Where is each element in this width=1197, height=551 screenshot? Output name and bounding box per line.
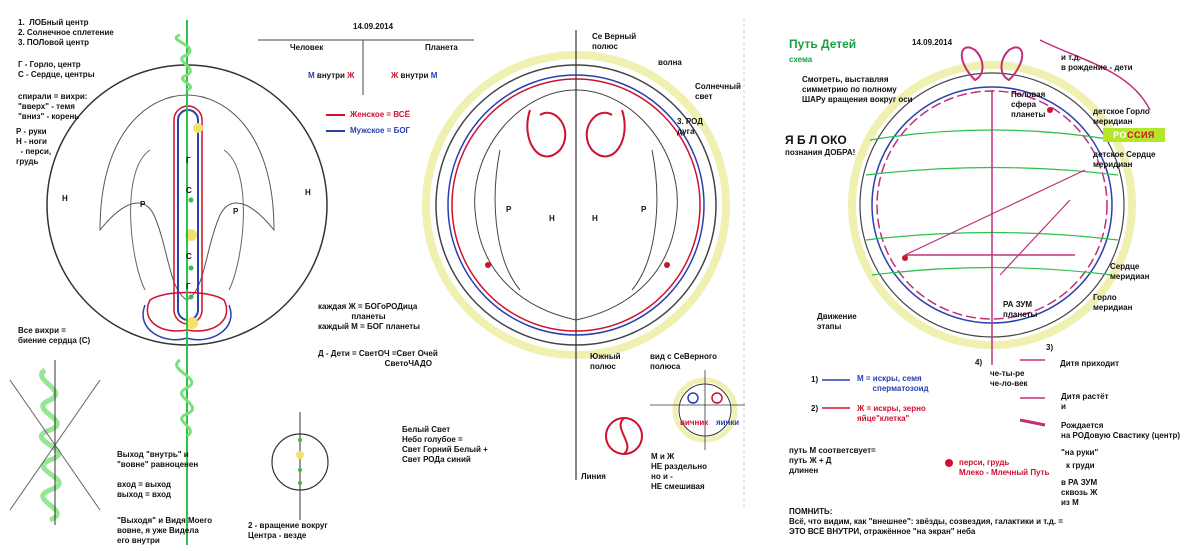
- stage-3: 3): [1046, 343, 1054, 352]
- m-in-zh: М внутри Ж: [308, 71, 355, 80]
- label-n: Н: [549, 214, 555, 223]
- female-legend: Женское = ВСЁ: [350, 110, 410, 119]
- limbs-legend: Р - руки Н - ноги - перси, грудь: [16, 127, 52, 166]
- dobro: познания ДОБРА!: [785, 148, 856, 157]
- born-note: Рождается на РОДовую Свастику (центр): [1061, 421, 1181, 440]
- label-n: Н: [592, 214, 598, 223]
- children-note: Д - Дети = СветОЧ =Свет Очей СветоЧАДО: [318, 349, 438, 368]
- stage-4: 4): [975, 358, 983, 367]
- aura-outline: [99, 94, 275, 301]
- breast-note: к груди: [1066, 461, 1095, 470]
- white-light-note: Белый Свет Небо голубое = Свет Горний Бе…: [402, 425, 488, 464]
- human-figure: [46, 20, 328, 545]
- in-out-note: вход = выход выход = вход: [117, 480, 172, 499]
- label-s: С: [186, 186, 192, 195]
- label-r: Р: [140, 200, 146, 209]
- sun-label: Солнечный свет: [695, 82, 741, 101]
- milk-note: перси, грудь Млеко - Млечный Путь: [959, 458, 1050, 477]
- male-legend: Мужское = БОГ: [350, 126, 411, 135]
- heart-child: детское Сердце меридиан: [1093, 150, 1156, 169]
- zh-sparks: Ж = искры, зерно яйце"клетка": [857, 404, 926, 423]
- planet-figure: [422, 30, 745, 480]
- label-g: Г: [186, 156, 191, 165]
- russia-badge: РОССИЯ: [1103, 128, 1165, 142]
- label-s: С: [186, 252, 192, 261]
- symbols-legend: Г - Горло, центр С - Сердце, центры: [18, 60, 95, 79]
- four-note: че-ты-ре че-ло-век: [990, 369, 1028, 388]
- south-pole: Южный полюс: [590, 352, 621, 371]
- center-3: [186, 317, 198, 329]
- col-planet: Планета: [425, 43, 458, 52]
- rod-arc: 3. РОД дуга: [677, 117, 703, 136]
- bottom-spiral: [175, 358, 194, 438]
- stage-2: 2): [811, 404, 819, 413]
- remember-note: Всё, что видим, как "внешнее": звёзды, с…: [789, 517, 1063, 536]
- path-note: путь М соответсвует= путь Ж + Д длинен: [789, 446, 876, 475]
- label-n: Н: [305, 188, 311, 197]
- yabloko: Я Б Л ОКО: [785, 133, 847, 147]
- zh-in-m: Ж внутри М: [391, 71, 438, 80]
- sphere-label: Половая сфера планеты: [1011, 90, 1046, 119]
- label-r: Р: [233, 207, 239, 216]
- line-label: Линия: [581, 472, 606, 481]
- remember-title: ПОМНИТЬ:: [789, 507, 833, 516]
- rotation-note: 2 - вращение вокруг Центра - везде: [248, 521, 328, 540]
- razum-label: РА ЗУМ планеты: [1003, 300, 1038, 319]
- page-subtitle: схема: [789, 55, 813, 64]
- wave-label: волна: [658, 58, 682, 67]
- exiting-note: "Выходя" и Видя Моего вовне, я уже Видел…: [117, 516, 213, 545]
- label-r: Р: [506, 205, 512, 214]
- exit-note: Выход "внутрь" и "вовне" равноценен: [117, 450, 199, 469]
- gorlo-meridian: Горло меридиан: [1093, 293, 1133, 312]
- razum-note: в РА ЗУМ сквозь Ж из М: [1061, 478, 1098, 507]
- vortices-note: Все вихри = биение сердца (С): [18, 326, 91, 345]
- m-sparks: М = искры, семя сперматозоид: [857, 374, 929, 393]
- spirals-legend: спирали = вихри: "вверх" - темя "вниз" -…: [18, 92, 88, 121]
- gorlo-child: детское Горло меридиан: [1093, 107, 1150, 126]
- north-view: вид с СеВерного полюса: [650, 352, 717, 371]
- top-spiral: [174, 33, 192, 92]
- label-n: Н: [62, 194, 68, 203]
- etc-note: и т.д. в рождение - дети: [1061, 53, 1133, 72]
- date: 14.09.2014: [912, 38, 953, 47]
- children-path-figure: [848, 39, 1151, 427]
- mzh-note: М и Ж НЕ раздельно но и - НЕ смешивая: [651, 452, 707, 491]
- grows-note: Дитя растёт и: [1061, 392, 1109, 411]
- symmetry-note: Смотреть, выставляя симметрию по полному…: [802, 75, 913, 104]
- heart-meridian: Сердце меридиан: [1110, 262, 1150, 281]
- centers-legend: 1. ЛОБный центр 2. Солнечное сплетение 3…: [18, 18, 114, 47]
- col-human: Человек: [290, 43, 324, 52]
- testes-label: яички: [716, 418, 740, 427]
- stage-1: 1): [811, 375, 819, 384]
- comes-note: Дитя приходит: [1060, 359, 1120, 368]
- motion-title: Движение этапы: [817, 312, 857, 331]
- page-title: Путь Детей: [789, 37, 857, 51]
- vortex-figure: [9, 360, 101, 525]
- label-g: Г: [186, 282, 191, 291]
- hands-note: "на руки": [1061, 448, 1099, 457]
- arms: [130, 149, 244, 291]
- center-1: [193, 123, 203, 133]
- rotation-figure: [271, 412, 329, 520]
- ovary-label: вичник: [680, 418, 709, 427]
- label-r: Р: [641, 205, 647, 214]
- each-zh-note: каждая Ж = БОГоРОДица планеты каждый М =…: [318, 302, 420, 331]
- north-pole: Се Верный полюс: [592, 32, 637, 51]
- date: 14.09.2014: [353, 22, 394, 31]
